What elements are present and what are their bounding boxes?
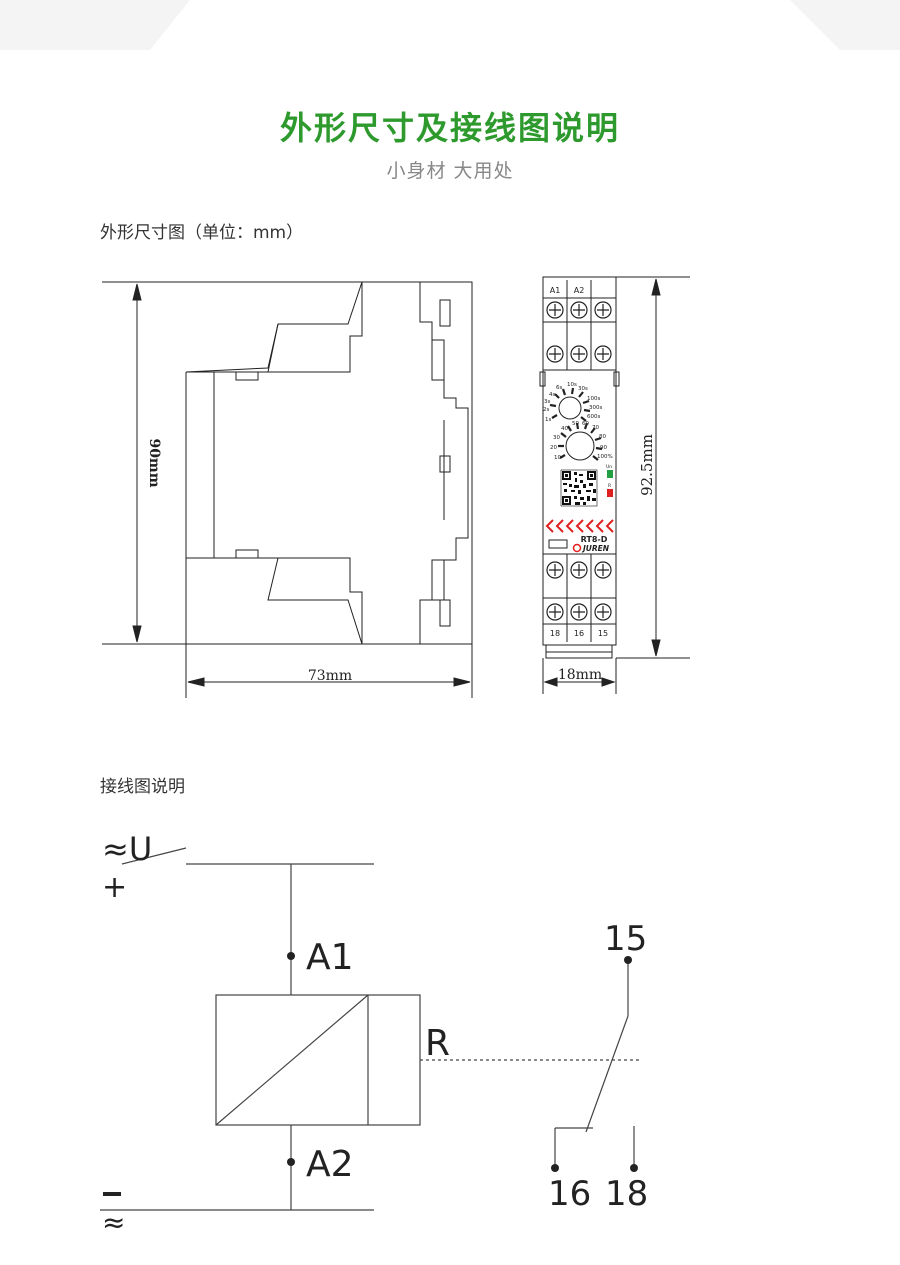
time-label-300s: 300s	[589, 405, 602, 411]
pct-label-20: 20	[550, 445, 557, 451]
front-width-dimension	[543, 677, 616, 687]
time-label-10s: 10s	[567, 382, 577, 388]
supply-top-label: ≈U	[102, 830, 152, 868]
relay-r-label: R	[425, 1023, 450, 1064]
contact-16-label: 16	[548, 1174, 591, 1214]
time-label-4s: 4s	[549, 392, 555, 398]
led-label-un: Un	[606, 464, 612, 470]
side-view-drawing	[102, 281, 473, 698]
pct-label-40: 40	[561, 426, 568, 432]
terminal-a2-label: A2	[306, 1144, 354, 1185]
pct-label-80: 80	[599, 434, 606, 440]
contact-15-label: 15	[604, 919, 647, 959]
brand-logo-icon	[572, 543, 582, 553]
terminal-a1-label: A1	[306, 937, 354, 978]
front-terminal-16: 16	[574, 629, 584, 638]
supply-bottom-label: ≈	[102, 1206, 125, 1239]
side-width-dimension	[187, 677, 471, 687]
wiring-lines	[100, 847, 640, 1211]
side-height-dimension	[132, 283, 142, 643]
qr-code	[560, 469, 598, 507]
model-label: RT8-D	[581, 535, 608, 544]
front-height-label: 92.5mm	[638, 434, 656, 496]
time-label-3s: 3s	[544, 399, 550, 405]
corner-decoration-right	[790, 0, 900, 50]
time-label-1s: 1s	[545, 417, 551, 423]
supply-minus-label	[103, 1192, 121, 1196]
title: 外形尺寸及接线图说明	[279, 109, 620, 147]
pct-label-60: 60	[582, 421, 589, 427]
contact-18-label: 18	[605, 1174, 648, 1214]
front-terminal-15: 15	[598, 629, 608, 638]
wiring-heading: 接线图说明	[100, 777, 185, 797]
time-label-600s: 600s	[587, 414, 600, 420]
time-dial	[549, 387, 591, 422]
led-power-green	[607, 470, 613, 478]
led-relay-red	[607, 489, 613, 497]
subtitle: 小身材 大用处	[386, 160, 514, 182]
pct-label-100: 100%	[597, 454, 613, 460]
led-label-r: R	[608, 483, 611, 489]
pct-label-70: 70	[592, 425, 599, 431]
wiring-nodes	[287, 952, 638, 1172]
front-height-dimension	[651, 278, 661, 657]
front-terminal-a1: A1	[550, 286, 561, 295]
time-label-100s: 100s	[587, 396, 600, 402]
time-label-30s: 30s	[578, 386, 588, 392]
chevron-arrows-icon	[545, 519, 614, 533]
side-width-label: 73mm	[308, 668, 352, 684]
dimensions-heading: 外形尺寸图（单位：mm）	[100, 223, 304, 243]
pct-label-10: 10	[554, 455, 561, 461]
front-width-label: 18mm	[558, 667, 602, 683]
time-label-2s: 2s	[543, 407, 549, 413]
percent-dial	[558, 422, 603, 461]
pct-label-50: 50	[572, 421, 579, 427]
front-terminal-18: 18	[550, 629, 560, 638]
pct-label-90: 90	[600, 445, 607, 451]
front-terminal-a2: A2	[574, 286, 585, 295]
supply-plus-label: +	[102, 870, 127, 905]
side-height-label: 90mm	[146, 438, 162, 487]
pct-label-30: 30	[553, 435, 560, 441]
front-view-drawing	[539, 276, 690, 694]
brand-label: JUREN	[581, 544, 610, 553]
corner-decoration-left	[0, 0, 190, 50]
time-label-6s: 6s	[556, 385, 562, 391]
